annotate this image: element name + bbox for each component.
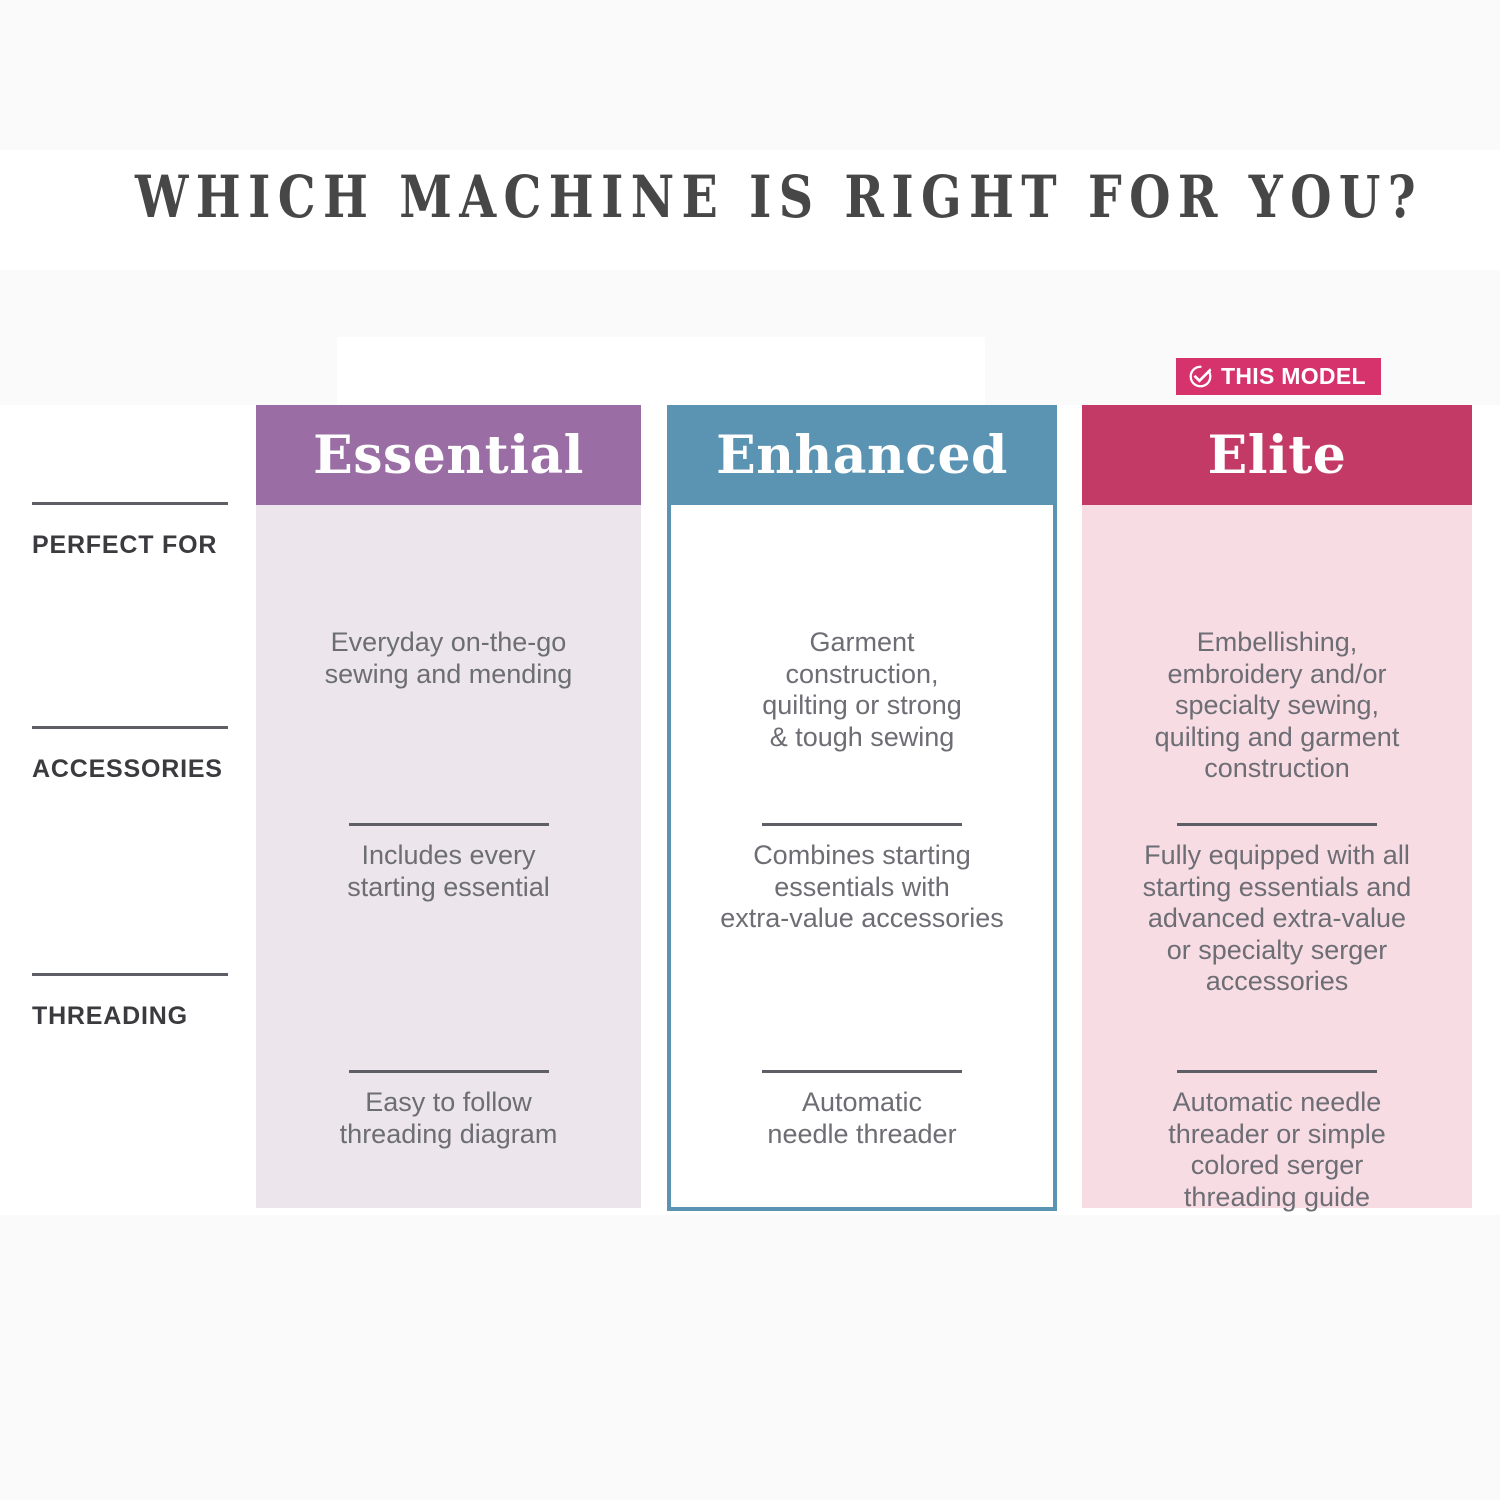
cell-essential-threading: Easy to follow threading diagram	[256, 1070, 641, 1150]
background-band-bottom	[0, 1215, 1500, 1500]
column-header-enhanced: Enhanced	[667, 405, 1057, 505]
cell-text: Embellishing, embroidery and/or specialt…	[1154, 627, 1400, 784]
cell-divider	[1177, 823, 1377, 826]
cell-divider	[348, 1070, 549, 1073]
cell-divider	[348, 823, 549, 826]
cell-elite-perfect-for: Embellishing, embroidery and/or specialt…	[1082, 627, 1472, 785]
row-label-divider	[32, 973, 228, 976]
cell-divider	[1177, 1070, 1377, 1073]
row-label-text: PERFECT FOR	[32, 531, 218, 559]
cell-text: Combines starting essentials with extra-…	[720, 840, 1004, 934]
cell-text: Easy to follow threading diagram	[339, 1087, 558, 1149]
cell-text: Everyday on-the-go sewing and mending	[324, 627, 573, 689]
row-label-accessories: ACCESSORIES	[32, 726, 228, 784]
row-label-text: THREADING	[32, 1002, 188, 1030]
cell-divider	[762, 823, 962, 826]
cell-divider	[762, 1070, 962, 1073]
cell-text: Automatic needle threader or simple colo…	[1168, 1087, 1386, 1212]
badge-label: THIS MODEL	[1221, 363, 1366, 389]
background-patch-mid	[337, 337, 985, 405]
cell-elite-accessories: Fully equipped with all starting essenti…	[1082, 823, 1472, 998]
row-label-divider	[32, 726, 228, 729]
comparison-column-elite[interactable]: Elite Embellishing, embroidery and/or sp…	[1082, 405, 1472, 1212]
cell-enhanced-perfect-for: Garment construction, quilting or strong…	[671, 627, 1053, 753]
check-circle-icon	[1188, 364, 1213, 389]
column-header-essential: Essential	[256, 405, 641, 505]
row-label-text: ACCESSORIES	[32, 755, 223, 783]
this-model-badge: THIS MODEL	[1176, 358, 1381, 395]
column-header-elite: Elite	[1082, 405, 1472, 505]
page-title: WHICH MACHINE IS RIGHT FOR YOU?	[135, 163, 1424, 231]
cell-essential-accessories: Includes every starting essential	[256, 823, 641, 903]
row-label-perfect-for: PERFECT FOR	[32, 502, 228, 560]
cell-enhanced-accessories: Combines starting essentials with extra-…	[671, 823, 1053, 935]
background-band-top	[0, 0, 1500, 150]
cell-text: Includes every starting essential	[347, 840, 550, 902]
cell-enhanced-threading: Automatic needle threader	[671, 1070, 1053, 1150]
background-patch-title	[105, 150, 1445, 270]
cell-text: Fully equipped with all starting essenti…	[1142, 840, 1412, 997]
cell-essential-perfect-for: Everyday on-the-go sewing and mending	[256, 627, 641, 690]
cell-text: Automatic needle threader	[767, 1087, 957, 1149]
cell-elite-threading: Automatic needle threader or simple colo…	[1082, 1070, 1472, 1213]
row-label-threading: THREADING	[32, 973, 228, 1031]
comparison-column-enhanced[interactable]: Enhanced Garment construction, quilting …	[667, 405, 1057, 1211]
row-label-divider	[32, 502, 228, 505]
comparison-column-essential[interactable]: Essential Everyday on-the-go sewing and …	[256, 405, 641, 1208]
cell-text: Garment construction, quilting or strong…	[762, 627, 962, 752]
